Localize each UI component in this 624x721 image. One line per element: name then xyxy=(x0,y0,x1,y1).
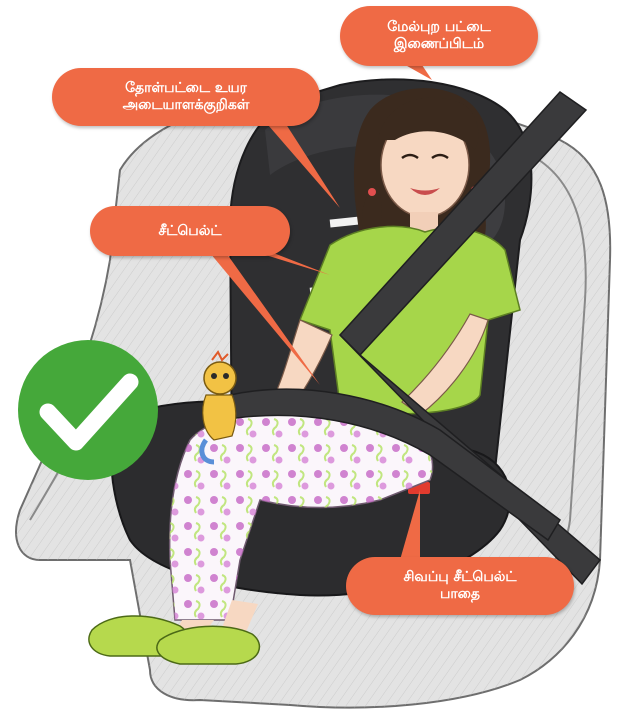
seat-belt-text: சீட்பெல்ட் xyxy=(159,223,222,240)
check-badge xyxy=(18,340,158,480)
top-tether-anchor-label: மேல்புற பட்டை இணைப்பிடம் xyxy=(340,6,538,66)
shoulder-height-markers-label: தோள்பட்டை உயர அடையாளக்குறிகள் xyxy=(52,68,320,126)
red-belt-path-label: சிவப்பு சீட்பெல்ட் பாதை xyxy=(346,557,574,615)
top-tether-anchor-text: மேல்புற பட்டை இணைப்பிடம் xyxy=(387,19,491,53)
shoulder-height-markers-text: தோள்பட்டை உயர அடையாளக்குறிகள் xyxy=(123,80,250,114)
seat-belt-label: சீட்பெல்ட் xyxy=(90,206,290,256)
red-belt-path-text: சிவப்பு சீட்பெல்ட் பாதை xyxy=(403,569,516,603)
